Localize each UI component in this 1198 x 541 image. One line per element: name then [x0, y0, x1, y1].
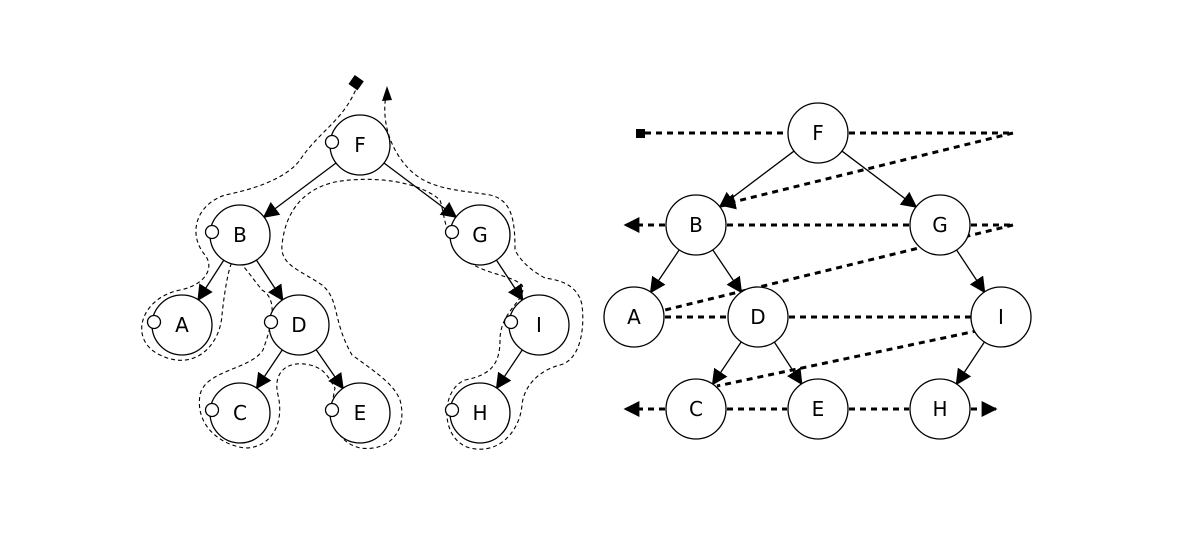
edge-F-B	[262, 162, 337, 218]
visit-dot	[444, 402, 460, 418]
node-circle	[787, 378, 849, 440]
node-label: A	[175, 313, 189, 337]
node-label: G	[472, 223, 488, 247]
edge-G-I	[495, 259, 524, 302]
node-C: C	[665, 378, 727, 440]
node-B: B	[204, 204, 271, 266]
node-label: G	[932, 213, 948, 237]
node-A: A	[603, 286, 665, 348]
preorder-traversal-tree: F B G A D I C E H	[141, 75, 584, 450]
node-label: D	[750, 305, 765, 329]
node-label: I	[998, 305, 1004, 329]
edge-F-B	[718, 150, 795, 208]
edge-G-I	[956, 249, 986, 294]
node-F: F	[324, 114, 391, 176]
node-circle	[787, 102, 849, 164]
visit-dot	[324, 134, 340, 150]
node-circle	[603, 286, 665, 348]
edge-D-E	[773, 341, 803, 386]
edge-I-H	[955, 341, 985, 386]
node-C: C	[204, 382, 271, 444]
edge-D-E	[315, 349, 344, 390]
node-D: D	[263, 294, 330, 356]
edge-F-G	[841, 150, 918, 208]
node-label: B	[233, 223, 247, 247]
node-label: I	[536, 313, 542, 337]
edge-B-A	[197, 259, 225, 302]
node-B: B	[665, 194, 727, 256]
visit-dot	[204, 402, 220, 418]
node-label: B	[689, 213, 703, 237]
node-label: F	[354, 133, 366, 157]
node-G: G	[444, 204, 511, 266]
node-label: D	[291, 313, 306, 337]
node-A: A	[146, 294, 213, 356]
node-E: E	[324, 382, 391, 444]
end-arrow-icon	[382, 86, 392, 101]
edge-B-A	[649, 249, 680, 294]
node-label: H	[472, 401, 487, 425]
visit-dot	[503, 314, 519, 330]
tree-nodes: F B G A D I C E H	[146, 114, 570, 444]
node-H: H	[909, 378, 971, 440]
level-order-traversal-tree: F B G A D I C E H	[603, 102, 1032, 440]
node-H: H	[444, 382, 511, 444]
node-G: G	[909, 194, 971, 256]
edge-B-D	[712, 249, 743, 294]
edge-D-C	[255, 349, 283, 390]
start-marker	[348, 75, 364, 91]
node-circle	[665, 194, 727, 256]
visit-dot	[146, 314, 162, 330]
visit-dot	[324, 402, 340, 418]
node-label: H	[932, 397, 947, 421]
edge-I-H	[495, 349, 523, 390]
tree-nodes: F B G A D I C E H	[603, 102, 1032, 440]
node-E: E	[787, 378, 849, 440]
node-label: E	[812, 397, 825, 421]
node-label: C	[689, 397, 703, 421]
visit-dot	[263, 314, 279, 330]
edge-F-G	[383, 162, 458, 218]
visit-dot	[444, 224, 460, 240]
node-label: A	[627, 305, 641, 329]
node-circle	[909, 378, 971, 440]
tree-edges	[649, 150, 986, 386]
tree-edges	[197, 162, 524, 390]
node-circle	[970, 286, 1032, 348]
node-label: F	[812, 121, 824, 145]
node-F: F	[787, 102, 849, 164]
node-circle	[727, 286, 789, 348]
node-label: E	[354, 401, 367, 425]
node-circle	[909, 194, 971, 256]
node-D: D	[727, 286, 789, 348]
euler-tour-contour	[141, 83, 584, 450]
edge-D-C	[711, 341, 742, 386]
node-label: C	[233, 401, 247, 425]
node-I: I	[503, 294, 570, 356]
start-marker	[636, 129, 645, 138]
node-I: I	[970, 286, 1032, 348]
edge-B-D	[255, 259, 284, 302]
level-order-path	[623, 129, 1014, 417]
visit-dot	[204, 224, 220, 240]
node-circle	[665, 378, 727, 440]
